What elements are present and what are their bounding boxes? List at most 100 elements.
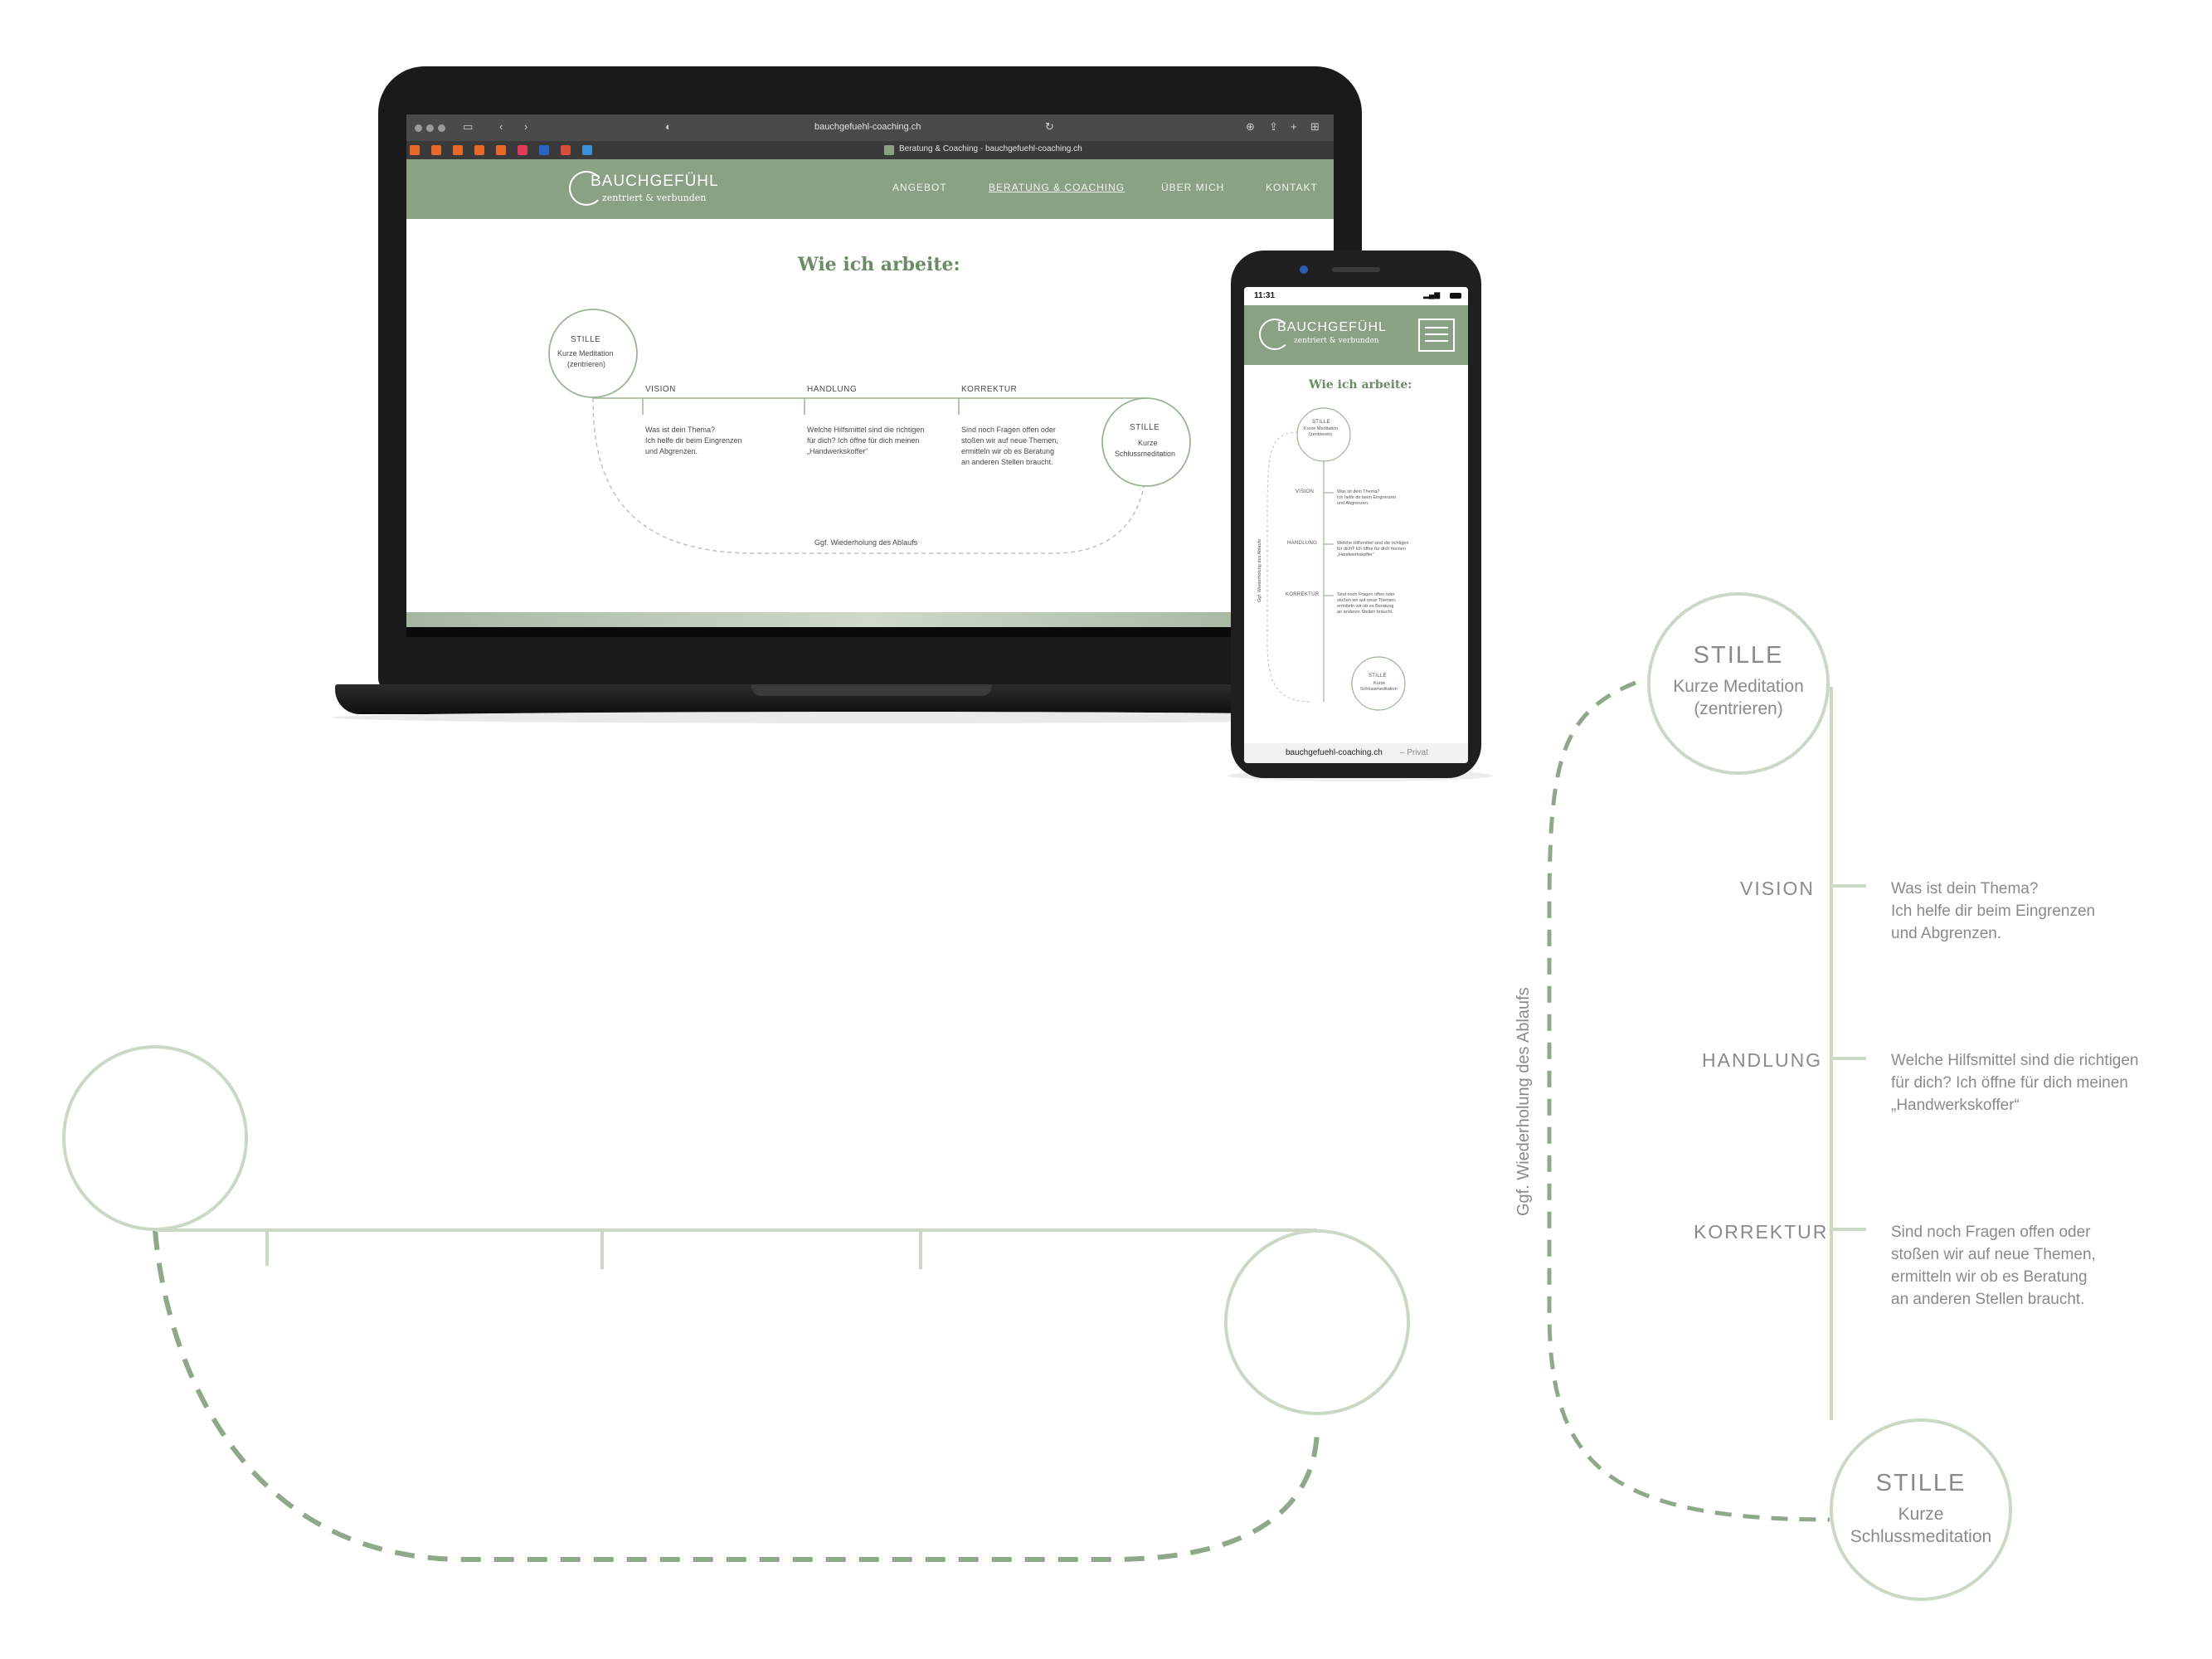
phone-status-bar: 11:31 ▂▄▆ [1244, 287, 1468, 305]
large-step-text-vision-3: und Abgrenzen. [1891, 925, 2002, 942]
large-start-subtitle-1: Kurze Meditation [1673, 677, 1804, 696]
step-text-handlung-3: „Handwerkskoffer“ [1337, 552, 1374, 557]
step-label-vision: VISION [1296, 489, 1315, 494]
step-text-korrektur-2: stoßen wir auf neue Themen, [961, 436, 1058, 445]
start-title: STILLE [1312, 420, 1330, 425]
phone-speaker [1332, 267, 1380, 272]
step-label-korrektur: KORREKTUR [1286, 592, 1320, 597]
loop-label: Ggf. Wiederholung des Ablaufs [814, 538, 918, 547]
large-step-text-korrektur-4: an anderen Stellen braucht. [1891, 1291, 2085, 1308]
page-title: Wie ich arbeite: [798, 254, 960, 275]
window-zoom-dot[interactable] [438, 124, 445, 132]
sidebar-icon[interactable]: ▭ [463, 120, 474, 133]
step-text-korrektur-2: stoßen wir auf neue Themen, [1337, 598, 1397, 603]
bookmark-icon[interactable] [410, 145, 420, 155]
step-text-vision-2: Ich helfe dir beim Eingrenzen [1337, 495, 1397, 500]
signal-icon: ▂▄▆ [1423, 290, 1441, 299]
large-start-subtitle-2: (zentrieren) [1694, 699, 1783, 718]
nav-item-kontakt[interactable]: KONTAKT [1266, 182, 1318, 193]
forward-icon[interactable]: › [524, 120, 528, 133]
page-title: Wie ich arbeite: [1309, 378, 1412, 392]
nav-item-beratung-coaching[interactable]: BERATUNG & COACHING [989, 182, 1125, 193]
end-title: STILLE [1369, 674, 1387, 679]
address-bar[interactable]: bauchgefuehl-coaching.ch [814, 122, 921, 132]
status-time: 11:31 [1254, 291, 1276, 300]
start-subtitle-2: (zentrieren) [567, 360, 606, 368]
download-icon[interactable]: ⊕ [1246, 120, 1255, 133]
bookmark-icon[interactable] [431, 145, 441, 155]
step-text-handlung-3: „Handwerkskoffer“ [807, 447, 868, 455]
window-minimize-dot[interactable] [426, 124, 434, 132]
step-text-korrektur-3: ermitteln wir ob es Beratung [1337, 604, 1394, 609]
step-text-vision-3: und Abgrenzen. [645, 447, 698, 455]
large-step-text-korrektur-1: Sind noch Fragen offen oder [1891, 1224, 2091, 1241]
large-end-title: STILLE [1875, 1470, 1966, 1496]
step-text-handlung-2: für dich? Ich öffne für dich meinen [1337, 547, 1406, 552]
logo-icon[interactable] [569, 171, 604, 206]
screen-bottom-bezel [406, 627, 1334, 637]
step-text-vision-1: Was ist dein Thema? [645, 426, 716, 434]
end-title: STILLE [1130, 423, 1160, 432]
end-circle [1101, 397, 1191, 487]
large-step-text-vision-2: Ich helfe dir beim Eingrenzen [1891, 902, 2096, 920]
new-tab-icon[interactable]: + [1291, 120, 1297, 133]
end-subtitle-1: Kurze [1373, 681, 1386, 686]
step-label-korrektur: KORREKTUR [961, 385, 1018, 394]
loop-dashed-line [1266, 431, 1313, 703]
large-step-text-korrektur-3: ermitteln wir ob es Beratung [1891, 1268, 2088, 1286]
end-subtitle-2: Schlussmeditation [1360, 687, 1398, 692]
step-text-vision-1: Was ist dein Thema? [1337, 489, 1380, 494]
large-step-text-handlung-3: „Handwerkskoffer“ [1891, 1097, 2020, 1114]
large-step-text-korrektur-2: stoßen wir auf neue Themen, [1891, 1246, 2096, 1263]
logo-icon[interactable] [1259, 319, 1291, 350]
bookmark-icon[interactable] [474, 145, 484, 155]
end-subtitle-1: Kurze [1138, 439, 1158, 447]
active-tab[interactable]: Beratung & Coaching - bauchgefuehl-coach… [899, 144, 1082, 153]
bookmark-icon[interactable] [453, 145, 463, 155]
phone-url[interactable]: bauchgefuehl-coaching.ch [1286, 748, 1383, 757]
phone-url-bar[interactable]: bauchgefuehl-coaching.ch – Privat [1244, 743, 1468, 763]
start-subtitle-2: (zentrieren) [1309, 432, 1333, 437]
back-icon[interactable]: ‹ [499, 120, 503, 133]
large-end-circle-horizontal [1224, 1229, 1410, 1415]
step-text-vision-2: Ich helfe dir beim Eingrenzen [645, 436, 742, 445]
large-step-text-vision-1: Was ist dein Thema? [1891, 880, 2039, 898]
nav-item-angebot[interactable]: ANGEBOT [892, 182, 947, 193]
laptop-shadow [332, 712, 1423, 723]
phone-screen: 11:31 ▂▄▆ BAUCHGEFÜHL zentriert & verbun… [1244, 287, 1468, 763]
process-diagram-horizontal [548, 309, 1191, 554]
share-icon[interactable]: ⇪ [1269, 120, 1278, 133]
hamburger-menu-icon[interactable] [1418, 319, 1455, 352]
logo-tagline: zentriert & verbunden [1294, 337, 1379, 345]
step-label-handlung: HANDLUNG [807, 385, 858, 394]
window-close-dot[interactable] [415, 124, 422, 132]
bookmark-icon[interactable] [496, 145, 506, 155]
start-subtitle-1: Kurze Meditation [1304, 426, 1339, 431]
logo-name[interactable]: BAUCHGEFÜHL [591, 173, 719, 190]
large-loop-label: Ggf. Wiederholung des Ablaufs [1514, 987, 1533, 1216]
step-text-vision-3: und Abgrenzen. [1337, 501, 1369, 506]
bookmarks-bar: Beratung & Coaching - bauchgefuehl-coach… [406, 141, 1334, 159]
bookmark-icon[interactable] [539, 145, 549, 155]
step-text-handlung-1: Welche Hilfsmittel sind die richtigen [1337, 541, 1409, 546]
tab-overview-icon[interactable]: ⊞ [1310, 120, 1320, 133]
bookmark-icon[interactable] [582, 145, 592, 155]
nav-item-ueber-mich[interactable]: ÜBER MICH [1161, 182, 1225, 193]
bookmark-icon[interactable] [561, 145, 571, 155]
large-start-circle-horizontal [62, 1045, 248, 1231]
bookmark-icon[interactable] [518, 145, 527, 155]
logo-tagline: zentriert & verbunden [602, 192, 707, 203]
large-step-label-vision: VISION [1740, 878, 1815, 899]
end-subtitle-2: Schlussmeditation [1115, 450, 1176, 458]
shield-icon[interactable]: ◐ [665, 120, 672, 133]
start-title: STILLE [571, 335, 601, 344]
logo-name[interactable]: BAUCHGEFÜHL [1277, 320, 1387, 334]
reload-icon[interactable]: ↻ [1045, 120, 1054, 133]
end-circle [1351, 656, 1406, 711]
loop-dashed-line [592, 397, 1147, 554]
large-step-text-handlung-1: Welche Hilfsmittel sind die richtigen [1891, 1052, 2139, 1069]
footer-image-strip [406, 612, 1334, 627]
step-text-korrektur-1: Sind noch Fragen offen oder [961, 426, 1056, 434]
step-text-korrektur-4: an anderen Stellen braucht. [961, 458, 1053, 466]
